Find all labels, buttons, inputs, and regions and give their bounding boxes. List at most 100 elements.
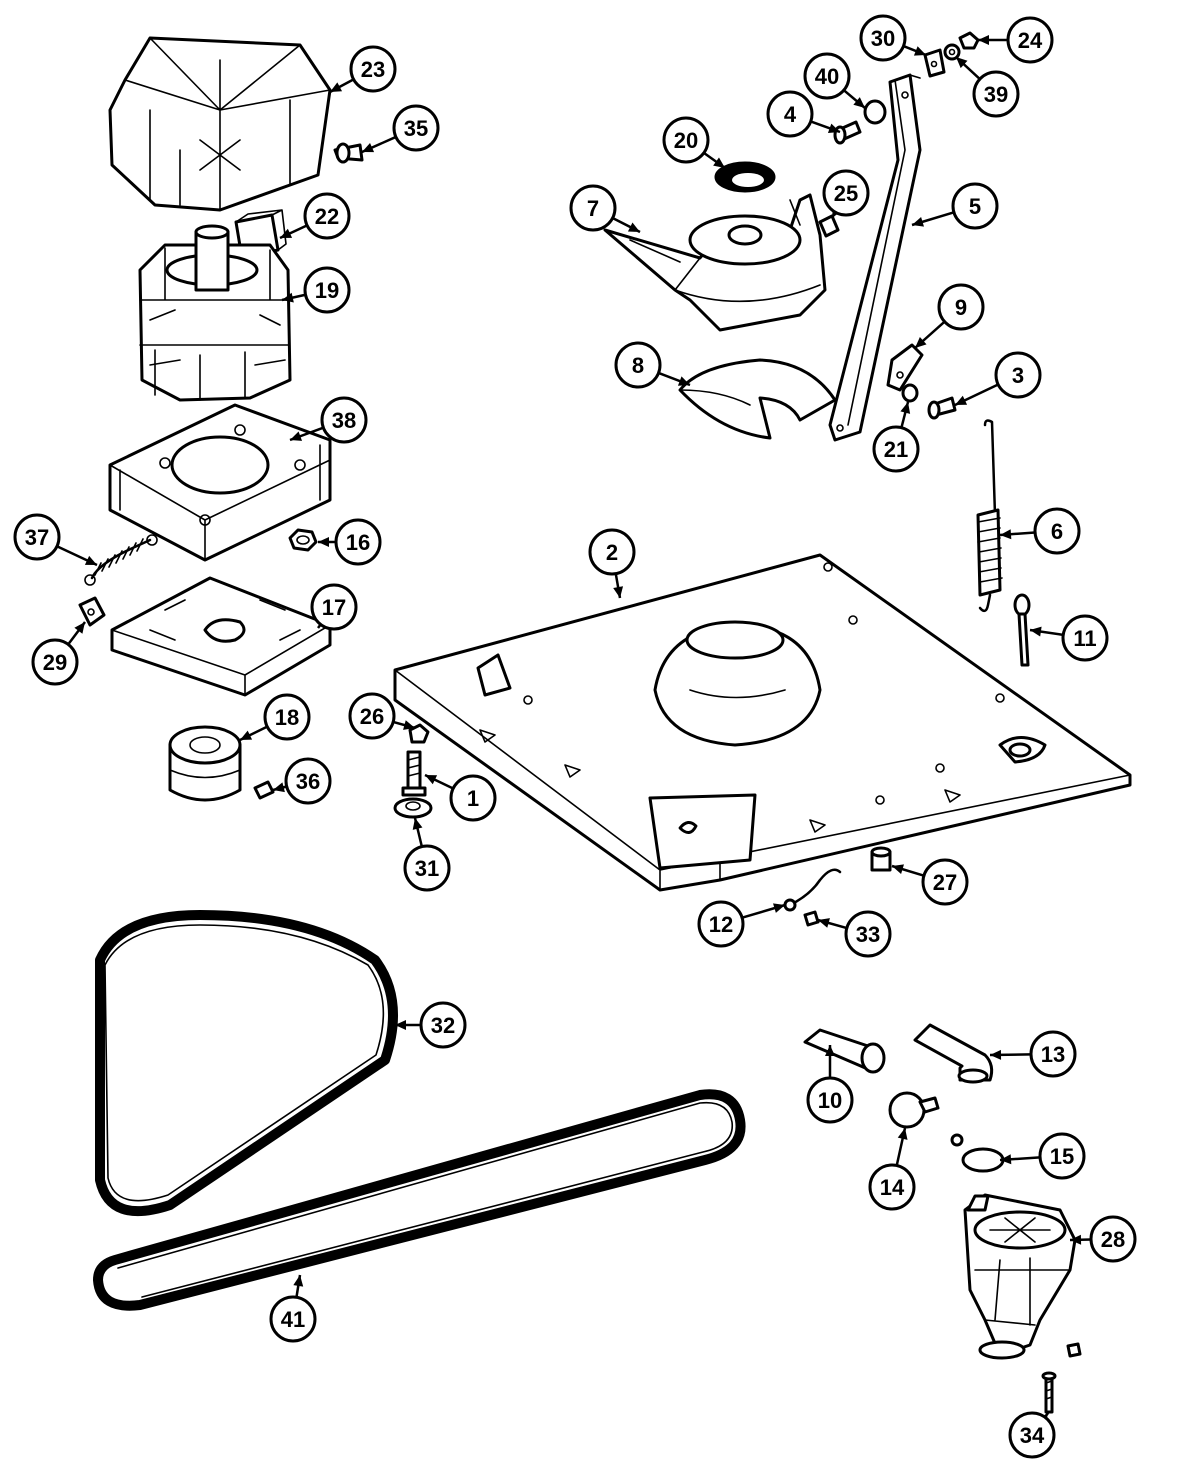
- leader-arrow-13: [990, 1050, 1001, 1060]
- hose: [805, 1030, 884, 1072]
- leader-arrow-11: [1030, 627, 1042, 637]
- callout-34: 34: [1010, 1413, 1054, 1457]
- rubber-mount: [170, 727, 240, 800]
- callout-15: 15: [1040, 1134, 1084, 1178]
- callout-41: 41: [271, 1297, 315, 1341]
- callout-number: 17: [322, 595, 346, 620]
- spring: [85, 535, 157, 585]
- plug: [872, 848, 890, 870]
- callout-12: 12: [699, 902, 743, 946]
- callout-number: 40: [815, 64, 839, 89]
- callout-39: 39: [974, 72, 1018, 116]
- callout-number: 20: [674, 128, 698, 153]
- callout-number: 37: [25, 525, 49, 550]
- callout-number: 10: [818, 1088, 842, 1113]
- callout-number: 19: [315, 278, 339, 303]
- callout-10: 10: [808, 1078, 852, 1122]
- leader-arrow-6: [1000, 529, 1011, 539]
- callout-number: 9: [955, 295, 967, 320]
- callout-number: 26: [360, 704, 384, 729]
- callout-number: 16: [346, 530, 370, 555]
- eye-bolt: [1015, 595, 1029, 665]
- callout-number: 23: [361, 57, 385, 82]
- callout-number: 1: [467, 786, 479, 811]
- elbow-hose: [915, 1025, 992, 1082]
- callout-number: 21: [884, 437, 908, 462]
- leader-arrow-20: [713, 158, 725, 168]
- callout-number: 5: [969, 194, 981, 219]
- callout-21: 21: [874, 427, 918, 471]
- callout-8: 8: [616, 343, 660, 387]
- callout-19: 19: [305, 268, 349, 312]
- washer: [865, 101, 885, 123]
- callout-number: 33: [856, 922, 880, 947]
- callout-number: 12: [709, 912, 733, 937]
- pump-clamp: [952, 1135, 1003, 1171]
- callout-40: 40: [805, 54, 849, 98]
- callout-14: 14: [870, 1165, 914, 1209]
- motor-cover: [110, 38, 330, 210]
- callout-32: 32: [421, 1003, 465, 1047]
- leader-arrow-27: [892, 864, 904, 874]
- drum-seal: [680, 360, 835, 438]
- callout-number: 41: [281, 1307, 305, 1332]
- callout-number: 35: [404, 116, 428, 141]
- callout-number: 13: [1041, 1042, 1065, 1067]
- callout-number: 29: [43, 650, 67, 675]
- callout-6: 6: [1035, 509, 1079, 553]
- hex-bolt: [403, 752, 425, 795]
- callout-3: 3: [996, 353, 1040, 397]
- callout-23: 23: [351, 47, 395, 91]
- callout-number: 22: [315, 204, 339, 229]
- callout-number: 15: [1050, 1144, 1074, 1169]
- callout-11: 11: [1063, 616, 1107, 660]
- flat-washer: [903, 385, 917, 401]
- carriage-bolt: [929, 398, 955, 418]
- screw: [335, 144, 362, 162]
- ground-wire: [785, 870, 840, 910]
- leader-arrow-16: [318, 537, 329, 547]
- callout-29: 29: [33, 640, 77, 684]
- callout-number: 4: [784, 102, 797, 127]
- callout-number: 36: [296, 769, 320, 794]
- bolt-washer: [395, 799, 431, 817]
- callout-number: 28: [1101, 1227, 1125, 1252]
- ground-screw: [805, 912, 818, 925]
- callout-28: 28: [1091, 1217, 1135, 1261]
- callout-26: 26: [350, 694, 394, 738]
- callout-number: 14: [880, 1175, 905, 1200]
- hose-clamp: [890, 1093, 938, 1127]
- callout-27: 27: [923, 860, 967, 904]
- callout-35: 35: [394, 106, 438, 150]
- callout-13: 13: [1031, 1032, 1075, 1076]
- callout-5: 5: [953, 184, 997, 228]
- motor-base-plate: [112, 578, 330, 695]
- callout-17: 17: [312, 585, 356, 629]
- callout-18: 18: [265, 695, 309, 739]
- callout-30: 30: [861, 16, 905, 60]
- leader-arrow-14: [898, 1128, 908, 1140]
- callout-9: 9: [939, 285, 983, 329]
- callout-24: 24: [1008, 18, 1052, 62]
- callout-number: 32: [431, 1013, 455, 1038]
- callout-number: 8: [632, 353, 644, 378]
- hex-nut: [960, 33, 978, 48]
- rail-clip: [925, 50, 944, 76]
- tension-spring: [978, 421, 1002, 611]
- callout-2: 2: [590, 530, 634, 574]
- callout-20: 20: [664, 118, 708, 162]
- callout-31: 31: [405, 846, 449, 890]
- water-pump: [965, 1195, 1075, 1358]
- retaining-clip: [820, 216, 838, 236]
- callout-37: 37: [15, 515, 59, 559]
- callout-33: 33: [846, 912, 890, 956]
- motor: [140, 226, 290, 400]
- pulley-guard: [605, 195, 825, 330]
- callout-number: 7: [587, 196, 599, 221]
- callout-number: 31: [415, 856, 439, 881]
- callout-number: 6: [1051, 519, 1063, 544]
- callout-22: 22: [305, 194, 349, 238]
- callout-7: 7: [571, 186, 615, 230]
